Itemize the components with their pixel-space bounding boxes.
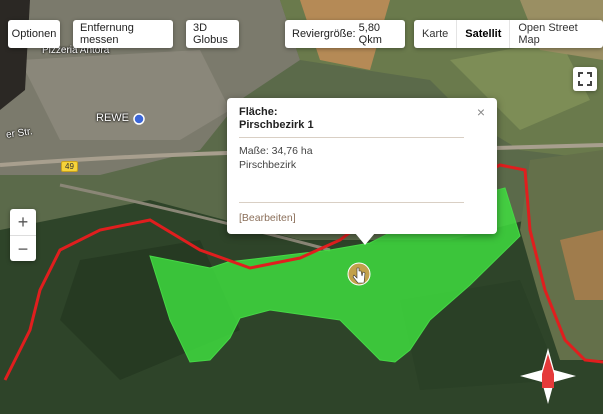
compass-icon[interactable] <box>520 348 576 404</box>
popup-divider <box>239 137 464 138</box>
edit-link[interactable]: [Bearbeiten] <box>239 212 296 224</box>
popup-area-size: Maße: 34,76 ha <box>239 145 313 157</box>
fullscreen-icon <box>578 72 592 86</box>
zoom-in-button[interactable]: + <box>17 211 29 232</box>
map-type-switcher: Karte Satellit Open Street Map <box>414 20 603 48</box>
zoom-control: + − <box>10 209 36 261</box>
place-label-rewe: REWE <box>96 112 129 124</box>
place-label-pizzeria: Pizzeria Antora <box>42 45 110 56</box>
area-info-popup: × Fläche: Pirschbezirk 1 Maße: 34,76 ha … <box>227 98 497 245</box>
map-pin-icon[interactable] <box>133 113 145 125</box>
map-type-satellit[interactable]: Satellit <box>457 20 511 48</box>
road-number-badge: 49 <box>61 161 78 172</box>
popup-area-category: Pirschbezirk <box>239 159 297 171</box>
district-boundary-line <box>3 163 603 381</box>
zoom-out-button[interactable]: − <box>10 235 36 262</box>
district-size-display: Reviergröße: 5,80 Qkm <box>285 20 405 48</box>
options-button[interactable]: Optionen <box>8 20 60 48</box>
measure-distance-button[interactable]: Entfernung messen <box>73 20 173 48</box>
district-size-value: 5,80 Qkm <box>358 22 382 46</box>
hand-pointer-icon <box>347 262 371 286</box>
district-size-label: Reviergröße: <box>292 28 356 40</box>
close-icon[interactable]: × <box>476 104 485 120</box>
popup-divider-bottom <box>239 202 464 203</box>
popup-title-name: Pirschbezirk 1 <box>239 119 314 131</box>
map-type-osm[interactable]: Open Street Map <box>518 22 578 46</box>
globe-3d-button[interactable]: 3D Globus <box>186 20 239 48</box>
popup-title-type: Fläche: <box>239 106 278 118</box>
map-type-karte[interactable]: Karte <box>414 20 458 48</box>
fullscreen-button[interactable] <box>573 67 597 91</box>
